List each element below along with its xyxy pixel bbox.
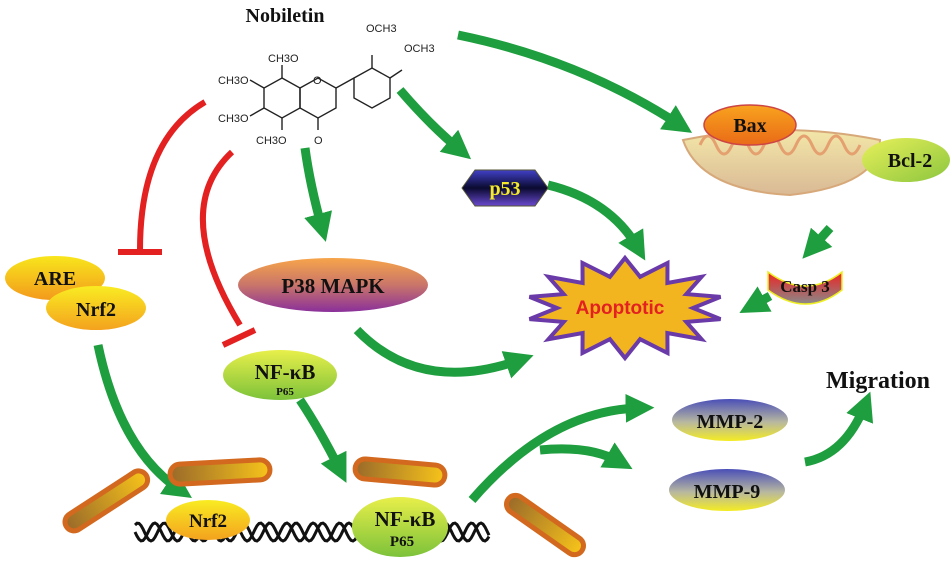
arrow-p53-to-apoptotic — [546, 180, 646, 261]
nuclear-membrane — [62, 456, 586, 558]
arrow-casp3-to-apoptotic — [739, 286, 773, 313]
bcl2-label: Bcl-2 — [888, 150, 932, 172]
mmp9-node — [669, 469, 785, 511]
nrf2-label-cytoplasm: Nrf2 — [76, 299, 116, 321]
p65-label-nucleus: P65 — [390, 534, 414, 550]
title-nobiletin: Nobiletin — [246, 5, 325, 27]
nfkb-label-nucleus: NF-κB — [375, 507, 436, 531]
nfkb-label-cytoplasm: NF-κB — [255, 360, 316, 384]
inhibition-nobiletin-to-are-nrf2 — [137, 99, 207, 251]
arrow-mmp-to-migration — [804, 391, 874, 467]
arrow-nobiletin-to-p53 — [396, 87, 472, 160]
substituent-4: CH3O — [256, 135, 287, 147]
bax-node — [703, 104, 797, 146]
migration-label: Migration — [826, 368, 930, 394]
apoptotic-label: Apoptotic — [576, 298, 665, 319]
substituent-6: OCH3 — [404, 43, 435, 55]
bax-label: Bax — [733, 115, 766, 137]
casp3-label: Casp 3 — [780, 277, 830, 296]
p53-label: p53 — [489, 178, 520, 200]
apoptotic-burst — [528, 254, 722, 362]
are-label: ARE — [34, 268, 76, 290]
inhibition-nobiletin-to-nfkb — [199, 149, 243, 327]
arrow-mitochondria-to-casp3 — [802, 224, 834, 259]
arrow-nobiletin-to-mitochondria — [457, 30, 693, 133]
carbonyl-oxygen: O — [314, 135, 323, 147]
substituent-5: OCH3 — [366, 23, 397, 35]
inhibition-bar-nfkb — [221, 327, 257, 348]
arrow-nfkb-to-mmp2 — [468, 393, 655, 503]
mmp2-node — [672, 399, 788, 441]
nrf2-label-nucleus: Nrf2 — [189, 511, 227, 532]
nfkb-node-nucleus — [352, 497, 448, 557]
nfkb-node-cytoplasm — [223, 350, 337, 400]
casp3-node — [767, 270, 843, 305]
p65-label-cytoplasm: P65 — [276, 386, 294, 398]
nobiletin-structure — [249, 55, 403, 130]
ring-oxygen: O — [313, 75, 322, 87]
p38-mapk-node — [238, 258, 428, 312]
arrow-nfkb-to-nucleus — [296, 397, 347, 483]
substituent-1: CH3O — [268, 53, 299, 65]
p53-node — [461, 169, 549, 207]
bcl2-node — [862, 138, 950, 182]
arrow-nobiletin-to-p38 — [300, 147, 333, 242]
substituent-2: CH3O — [218, 75, 249, 87]
mmp9-label: MMP-9 — [694, 481, 761, 503]
arrow-nrf2-to-nucleus — [93, 344, 192, 498]
arrow-nfkb-to-mmp9 — [539, 442, 633, 470]
nrf2-node-cytoplasm — [46, 286, 146, 330]
nrf2-node-nucleus — [166, 500, 250, 540]
p38-mapk-label: P38 MAPK — [281, 274, 385, 298]
substituent-3: CH3O — [218, 113, 249, 125]
mmp2-label: MMP-2 — [697, 411, 764, 433]
arrow-p38-to-apoptotic — [353, 326, 534, 379]
